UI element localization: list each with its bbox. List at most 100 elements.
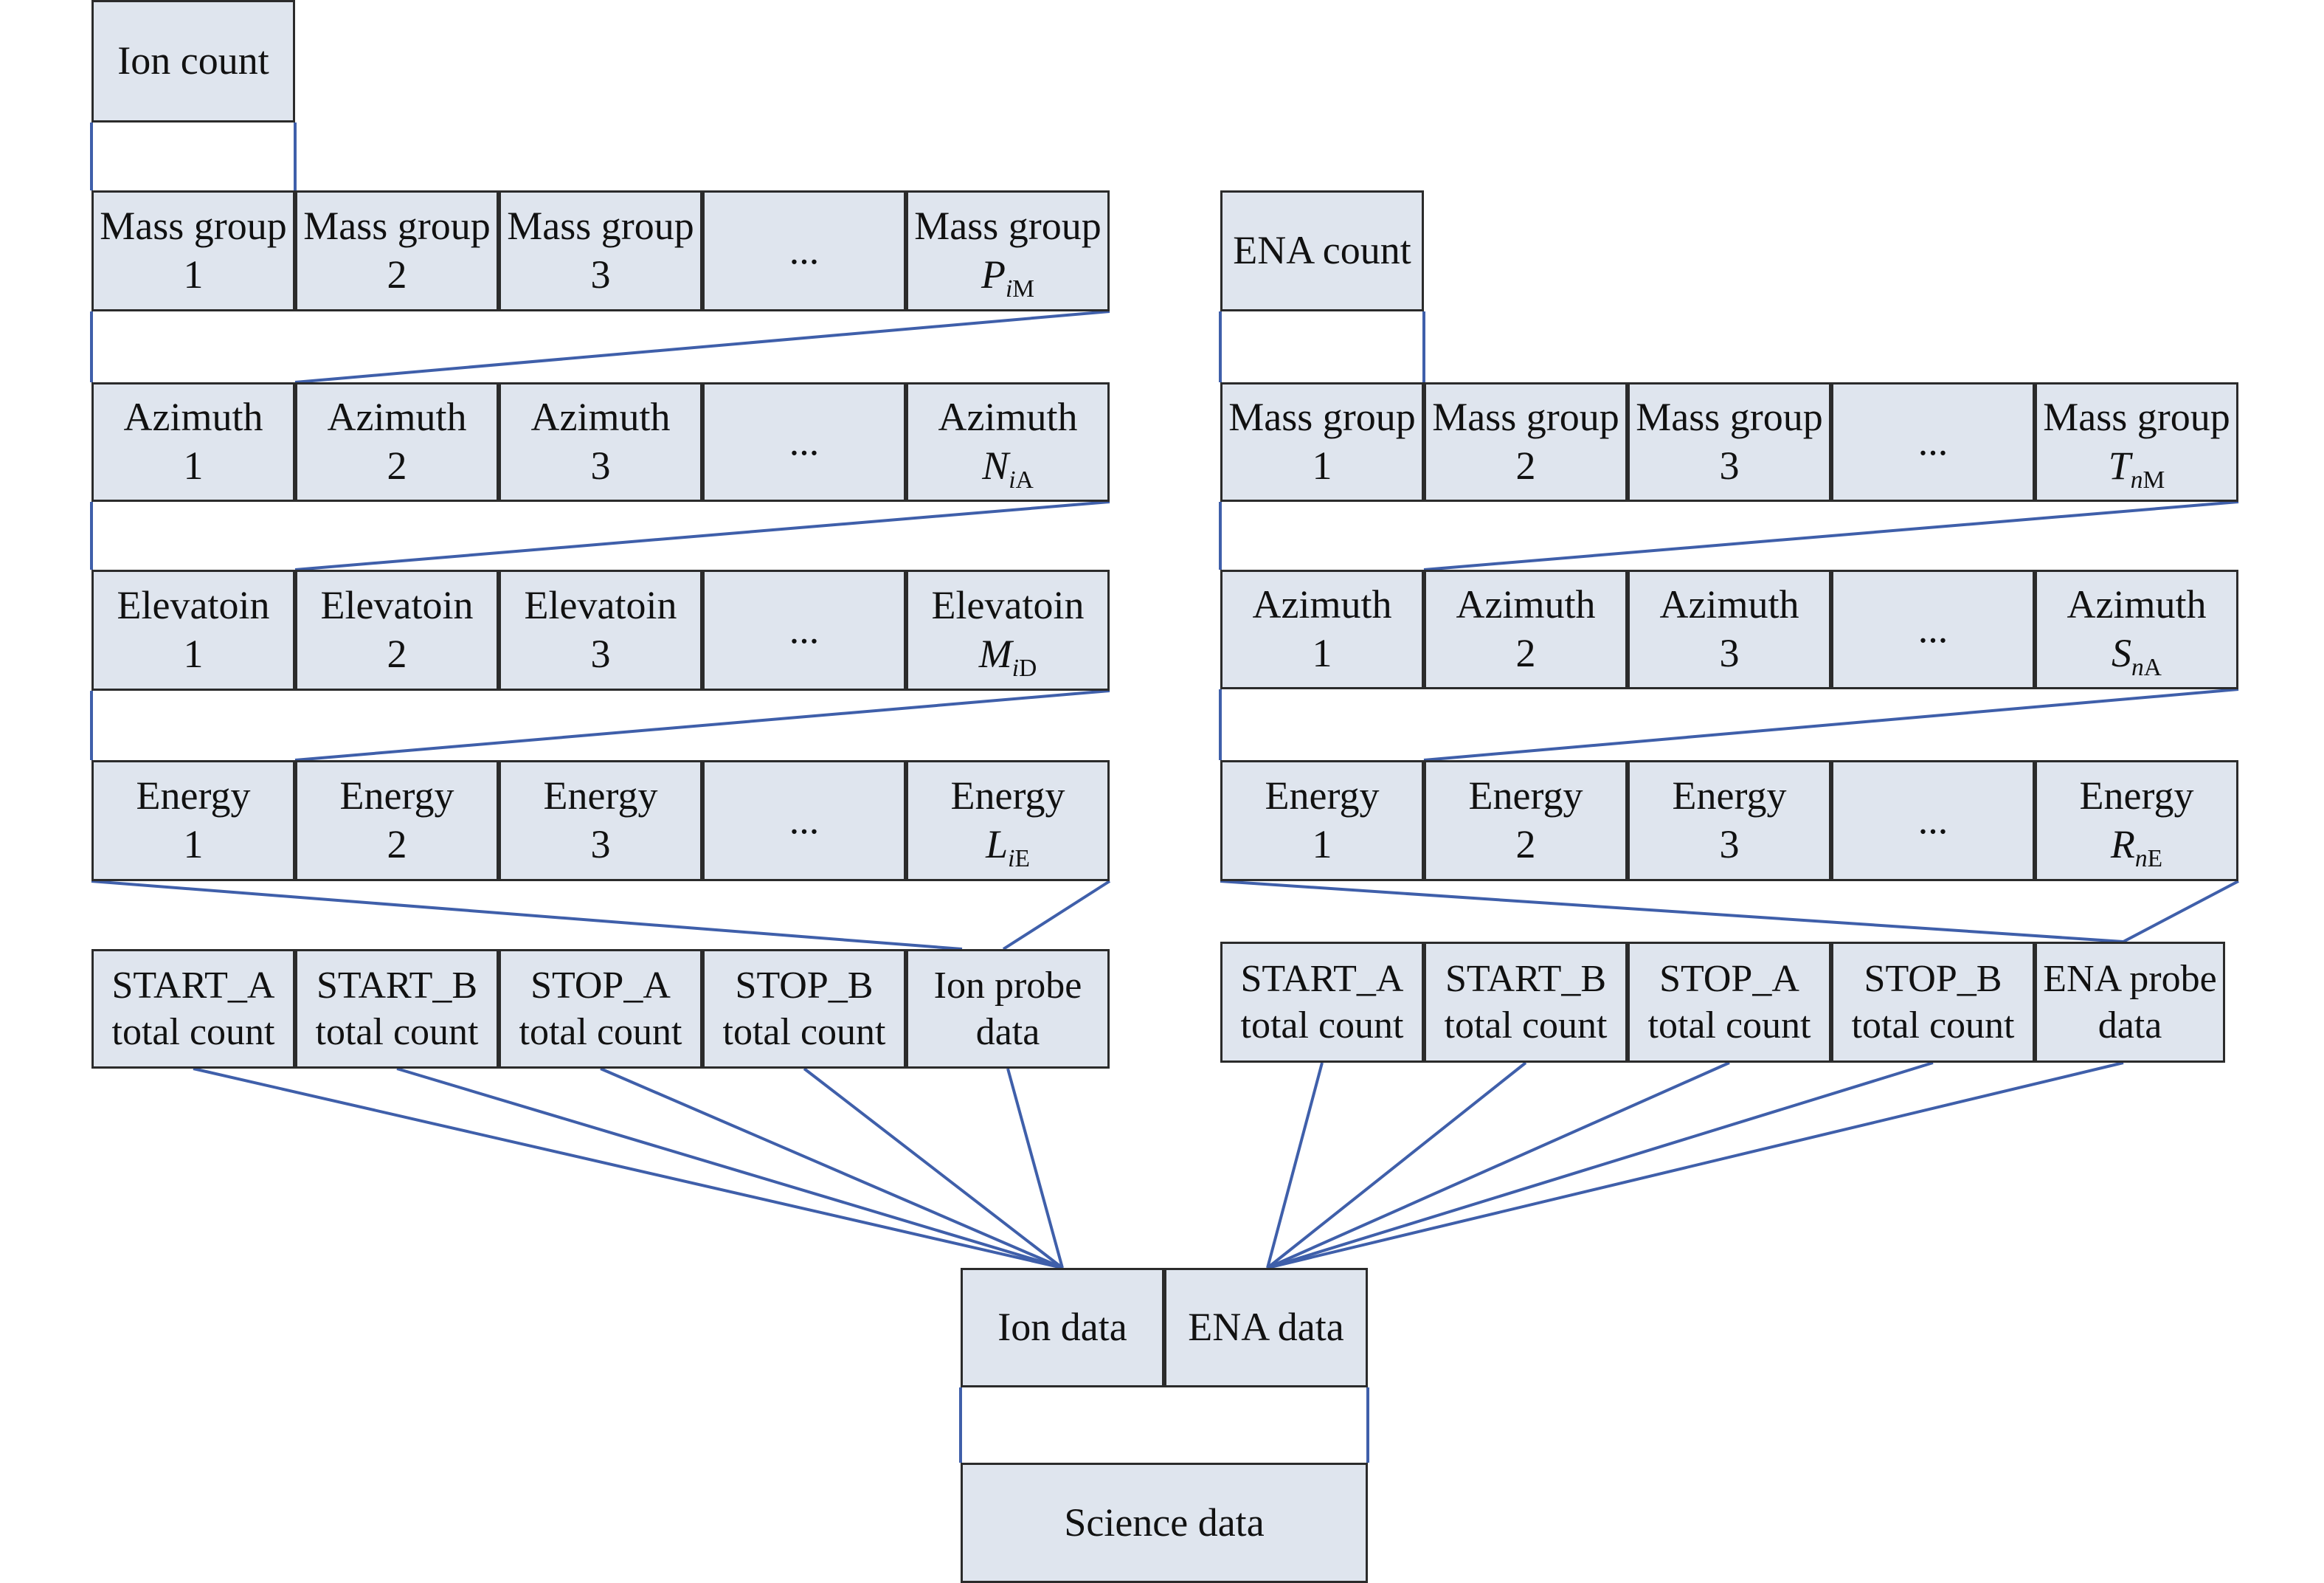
ena-mass-group-last-symbol-main: T xyxy=(2108,444,2131,488)
ion-azimuth-last-symbol-subscript: iA xyxy=(1009,466,1033,494)
ena-energy-last-symbol-subscript: nE xyxy=(2135,845,2162,872)
ion-total-link-4 xyxy=(803,1067,1064,1269)
ena-total-link-4 xyxy=(1267,1061,1934,1269)
ena-energy-2-line1: Energy xyxy=(1468,773,1583,818)
ena-azimuth-1-line2: 1 xyxy=(1312,631,1332,675)
ion-totals-2-line1: START_B xyxy=(316,964,478,1007)
ena-mass-group-last-subscript-index: n xyxy=(2130,466,2143,494)
ion-elevation-link-diagonal xyxy=(294,689,1110,762)
ena-azimuth-2-line1: Azimuth xyxy=(1456,582,1596,627)
ion-mass-group-2-line2: 2 xyxy=(387,252,407,297)
ena-count-box: ENA count xyxy=(1220,190,1424,311)
ion-totals-1-line1: START_A xyxy=(111,964,275,1007)
ion-mass-group-last-symbol-subscript: iM xyxy=(1006,275,1034,303)
ena-energy-last-subscript-kind: E xyxy=(2147,844,2163,872)
ion-energy-last-symbol-main: L xyxy=(986,822,1009,866)
ion-energy-last-line1: Energy xyxy=(950,773,1065,818)
ena-total-link-2 xyxy=(1266,1061,1527,1269)
ena-energy-3-line2: 3 xyxy=(1719,822,1740,866)
ion-mass-group-last-symbol: PiM xyxy=(981,251,1034,303)
ena-totals-2-line2: total count xyxy=(1444,1004,1608,1046)
ena-mass-group-2-line2: 2 xyxy=(1515,444,1536,488)
ion-elevation-2-line2: 2 xyxy=(387,632,407,676)
ena-azimuth-last-symbol-main: S xyxy=(2112,631,2132,675)
ion-total-link-1 xyxy=(193,1067,1063,1269)
ion-total-link-2 xyxy=(396,1067,1063,1269)
ion-data-box: Ion data xyxy=(961,1268,1164,1387)
ena-azimuth-3-line2: 3 xyxy=(1719,631,1740,675)
ion-totals-3-line1: STOP_A xyxy=(530,964,671,1007)
ion-azimuth-1-line1: Azimuth xyxy=(123,395,263,440)
ion-energy-last-subscript-kind: E xyxy=(1014,844,1030,872)
ena-mass-group-last-subscript-kind: M xyxy=(2143,466,2165,494)
ena-energy-ellipsis: ... xyxy=(1831,760,2035,881)
ena-totals-4-line1: STOP_B xyxy=(1864,957,2002,1000)
ion-mass-group-2-line1: Mass group xyxy=(303,204,491,249)
ena-total-link-1 xyxy=(1266,1062,1324,1269)
ena-energy-1-line1: Energy xyxy=(1265,773,1380,818)
ion-energy-1-line2: 1 xyxy=(183,822,204,866)
ion-energy-last-symbol: LiE xyxy=(986,821,1030,872)
ena-mass-group-1-line2: 1 xyxy=(1312,444,1332,488)
ena-totals-2-line1: START_B xyxy=(1445,957,1607,1000)
ena-totals-1-line1: START_A xyxy=(1240,957,1404,1000)
ion-data-box-label: Ion data xyxy=(997,1305,1127,1350)
ena-totals-1-line2: total count xyxy=(1240,1004,1404,1046)
ion-azimuth-last-symbol-main: N xyxy=(982,444,1009,488)
ena-data-box: ENA data xyxy=(1164,1268,1368,1387)
ena-azimuth-last-subscript-index: n xyxy=(2131,653,2144,681)
ion-elevation-last-line1: Elevatoin xyxy=(931,583,1085,628)
ion-energy-last-subscript-index: i xyxy=(1008,844,1015,872)
ion-elevation-1-line1: Elevatoin xyxy=(117,583,270,628)
ion-mass-group-ellipsis-label: ... xyxy=(789,228,820,273)
ion-elevation-3-line2: 3 xyxy=(590,632,611,676)
ion-azimuth-link-diagonal xyxy=(294,500,1110,571)
ion-mass-group-last-subscript-kind: M xyxy=(1012,275,1035,303)
ion-total-link-3 xyxy=(600,1067,1063,1269)
ion-azimuth-last-subscript-index: i xyxy=(1009,466,1016,494)
ena-mass-group-3-line2: 3 xyxy=(1719,444,1740,488)
ion-azimuth-ellipsis-label: ... xyxy=(789,419,820,464)
ena-energy-last-line1: Energy xyxy=(2079,773,2194,818)
ion-elevation-ellipsis: ... xyxy=(702,570,906,691)
ena-azimuth-link-diagonal xyxy=(1423,688,2239,762)
ion-elevation-last-subscript-kind: D xyxy=(1019,654,1037,682)
ion-azimuth-1-line2: 1 xyxy=(183,444,204,488)
ena-azimuth-last-symbol-subscript: nA xyxy=(2131,654,2162,681)
ion-energy-link-right xyxy=(1002,880,1111,951)
ion-mass-group-3-line1: Mass group xyxy=(507,204,694,249)
ena-totals-4-line2: total count xyxy=(1851,1004,2015,1046)
ion-totals-probe-line1: Ion probe xyxy=(933,964,1082,1007)
ena-energy-last-subscript-index: n xyxy=(2134,844,2148,872)
ion-totals-probe-line2: data xyxy=(975,1011,1040,1053)
ion-count-box: Ion count xyxy=(91,0,295,123)
ion-totals-3-line2: total count xyxy=(519,1011,682,1053)
ena-mass-group-2-line1: Mass group xyxy=(1432,395,1619,440)
ion-elevation-last-symbol: MiD xyxy=(979,630,1037,682)
ena-total-link-5 xyxy=(1267,1061,2124,1269)
ena-totals-3-line1: STOP_A xyxy=(1659,957,1799,1000)
ion-mass-group-1-line1: Mass group xyxy=(100,204,287,249)
